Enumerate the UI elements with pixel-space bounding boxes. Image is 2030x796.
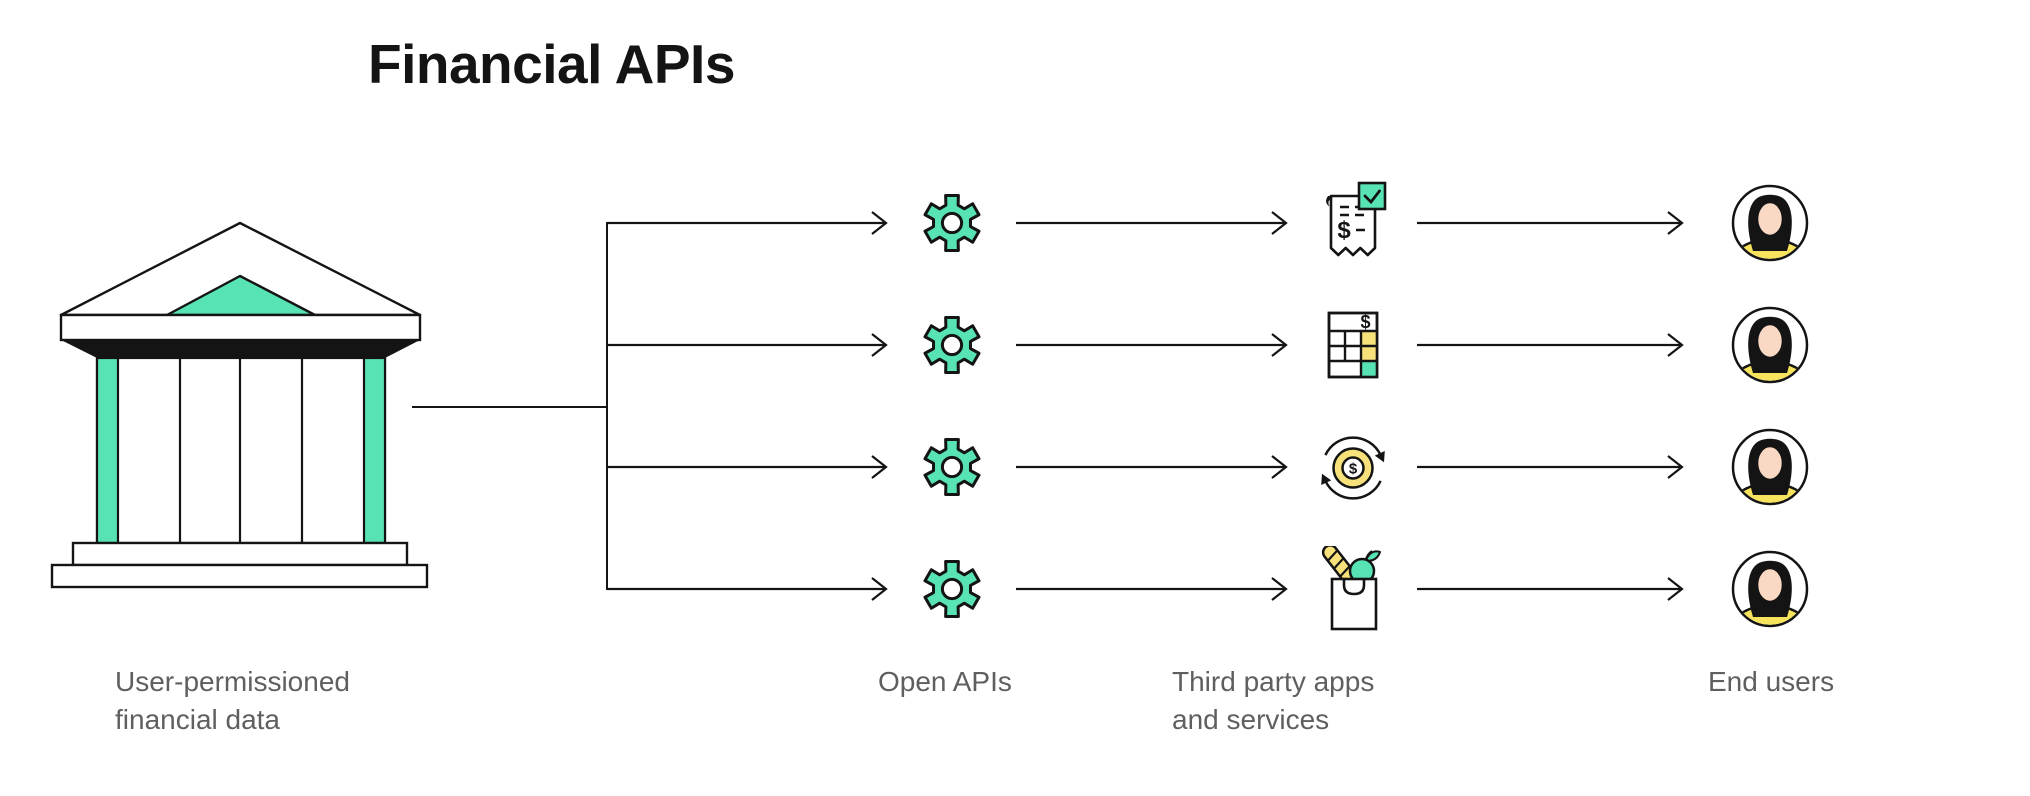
branch-vertical-line (606, 222, 608, 590)
end-user-avatar-icon (1730, 427, 1810, 512)
label-line: Open APIs (878, 666, 1012, 697)
arrow-api-to-app-3 (1016, 455, 1288, 479)
arrow-app-to-user-1 (1417, 211, 1684, 235)
bank-connector-line (412, 406, 608, 408)
receipt-check-icon: $ (1313, 180, 1393, 271)
calculator-spreadsheet-icon: $ (1313, 302, 1393, 393)
end-user-avatar-icon (1730, 183, 1810, 268)
label-end-users: End users (1708, 663, 1834, 701)
arrow-api-to-app-1 (1016, 211, 1288, 235)
svg-text:$: $ (1337, 217, 1351, 244)
label-line: End users (1708, 666, 1835, 697)
label-line: Third party apps (1172, 666, 1375, 697)
label-line: financial data (115, 704, 281, 735)
gear-icon (920, 557, 984, 626)
arrow-app-to-user-4 (1417, 577, 1684, 601)
gear-icon (920, 313, 984, 382)
label-line: User-permissioned (115, 666, 350, 697)
end-user-avatar-icon (1730, 549, 1810, 634)
arrow-branch-to-api-1 (607, 211, 888, 235)
gear-icon (920, 435, 984, 504)
label-third-party-apps: Third party apps and services (1172, 663, 1374, 739)
grocery-bag-icon (1313, 544, 1393, 637)
bank-building-icon (50, 148, 430, 597)
label-open-apis: Open APIs (878, 663, 1012, 701)
diagram-title: Financial APIs (368, 33, 735, 95)
gear-icon (920, 191, 984, 260)
arrow-branch-to-api-4 (607, 577, 888, 601)
arrow-app-to-user-2 (1417, 333, 1684, 357)
svg-text:$: $ (1349, 461, 1358, 478)
arrow-branch-to-api-2 (607, 333, 888, 357)
label-user-permissioned-data: User-permissioned financial data (115, 663, 350, 739)
arrow-api-to-app-4 (1016, 577, 1288, 601)
arrow-api-to-app-2 (1016, 333, 1288, 357)
arrow-branch-to-api-3 (607, 455, 888, 479)
arrow-app-to-user-3 (1417, 455, 1684, 479)
svg-text:$: $ (1360, 312, 1370, 332)
money-circulation-icon: $ (1313, 424, 1393, 515)
end-user-avatar-icon (1730, 305, 1810, 390)
label-line: and services (1172, 704, 1330, 735)
